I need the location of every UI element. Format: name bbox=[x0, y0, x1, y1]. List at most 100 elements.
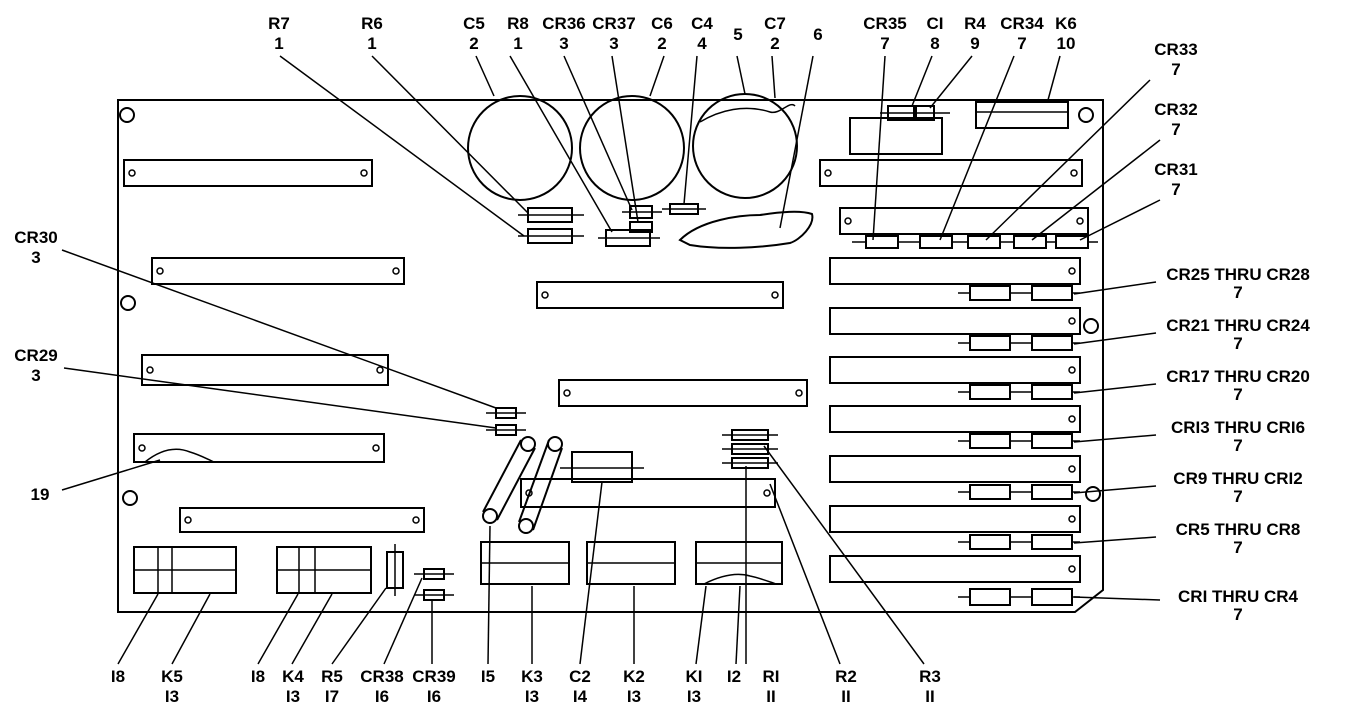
callout-r8-ref: R8 bbox=[507, 14, 529, 33]
callout-cr34-ref: CR34 bbox=[1000, 14, 1044, 33]
upper-center-parts bbox=[518, 203, 814, 249]
callout-r8-qty: 1 bbox=[513, 34, 522, 53]
diodes-cr31-cr35 bbox=[852, 235, 1098, 249]
callout-cr38-ref: CR38 bbox=[360, 667, 403, 686]
callout-c5-ref: C5 bbox=[463, 14, 485, 33]
callouts: R7 1 R6 1 C5 2 R8 1 CR36 3 CR37 3 C6 2 C… bbox=[14, 14, 1310, 706]
callout-cr31-qty: 7 bbox=[1171, 180, 1180, 199]
callout-r2-ref: R2 bbox=[835, 667, 857, 686]
callout-cr39-qty: I6 bbox=[427, 687, 441, 706]
right-card-connectors bbox=[819, 159, 1089, 583]
callout-c7-ref: C7 bbox=[764, 14, 786, 33]
callout-k5-qty: I3 bbox=[165, 687, 179, 706]
callout-cr1-qty: 7 bbox=[1233, 605, 1242, 624]
callout-cr21-qty: 7 bbox=[1233, 334, 1242, 353]
mounting-holes bbox=[119, 107, 1101, 506]
callout-cr9-ref: CR9 THRU CRI2 bbox=[1173, 469, 1302, 488]
callout-19-ref: 19 bbox=[31, 485, 50, 504]
callout-r5-qty: I7 bbox=[325, 687, 339, 706]
resistors-r1-r3 bbox=[722, 429, 778, 469]
callout-cr9-qty: 7 bbox=[1233, 487, 1242, 506]
callout-c5-qty: 2 bbox=[469, 34, 478, 53]
callout-18b-ref: I8 bbox=[251, 667, 265, 686]
callout-cr36-ref: CR36 bbox=[542, 14, 585, 33]
callout-k2-ref: K2 bbox=[623, 667, 645, 686]
callout-cr36-qty: 3 bbox=[559, 34, 568, 53]
callout-r3-qty: II bbox=[925, 687, 934, 706]
callout-cr13-ref: CRI3 THRU CRI6 bbox=[1171, 418, 1305, 437]
callout-cr29-qty: 3 bbox=[31, 366, 40, 385]
upper-right-parts bbox=[849, 101, 1069, 155]
leader-lines bbox=[61, 55, 1161, 665]
callout-12-ref: I2 bbox=[727, 667, 741, 686]
callout-cr32-ref: CR32 bbox=[1154, 100, 1197, 119]
callout-r1-ref: RI bbox=[763, 667, 780, 686]
callout-r4-ref: R4 bbox=[964, 14, 986, 33]
callout-r7-qty: 1 bbox=[274, 34, 283, 53]
callout-c4-ref: C4 bbox=[691, 14, 713, 33]
callout-cr5-qty: 7 bbox=[1233, 538, 1242, 557]
callout-k4-qty: I3 bbox=[286, 687, 300, 706]
callout-c7-qty: 2 bbox=[770, 34, 779, 53]
callout-c6-qty: 2 bbox=[657, 34, 666, 53]
callout-cr37-ref: CR37 bbox=[592, 14, 635, 33]
callout-cr37-qty: 3 bbox=[609, 34, 618, 53]
callout-cr5-ref: CR5 THRU CR8 bbox=[1176, 520, 1301, 539]
callout-r2-qty: II bbox=[841, 687, 850, 706]
callout-k3-ref: K3 bbox=[521, 667, 543, 686]
callout-cr30-qty: 3 bbox=[31, 248, 40, 267]
callout-k3-qty: I3 bbox=[525, 687, 539, 706]
callout-k6-ref: K6 bbox=[1055, 14, 1077, 33]
callout-cr17-qty: 7 bbox=[1233, 385, 1242, 404]
center-card-connectors bbox=[520, 281, 808, 508]
callout-5-ref: 5 bbox=[733, 25, 742, 44]
callout-c4-qty: 4 bbox=[697, 34, 707, 53]
callout-15-ref: I5 bbox=[481, 667, 495, 686]
callout-cr1-ref: CRI THRU CR4 bbox=[1178, 587, 1298, 606]
callout-cr38-qty: I6 bbox=[375, 687, 389, 706]
callout-18a-ref: I8 bbox=[111, 667, 125, 686]
callout-6-ref: 6 bbox=[813, 25, 822, 44]
callout-r3-ref: R3 bbox=[919, 667, 941, 686]
callout-r5-ref: R5 bbox=[321, 667, 343, 686]
callout-k1-qty: I3 bbox=[687, 687, 701, 706]
callout-k2-qty: I3 bbox=[627, 687, 641, 706]
callout-cr29-ref: CR29 bbox=[14, 346, 57, 365]
callout-k6-qty: 10 bbox=[1057, 34, 1076, 53]
callout-cr35-qty: 7 bbox=[880, 34, 889, 53]
callout-cr25-qty: 7 bbox=[1233, 283, 1242, 302]
callout-c2-qty: I4 bbox=[573, 687, 588, 706]
callout-cr13-qty: 7 bbox=[1233, 436, 1242, 455]
callout-k1-ref: KI bbox=[686, 667, 703, 686]
relays bbox=[133, 541, 783, 601]
callout-r1-qty: II bbox=[766, 687, 775, 706]
callout-c6-ref: C6 bbox=[651, 14, 673, 33]
callout-r6-qty: 1 bbox=[367, 34, 376, 53]
callout-r6-ref: R6 bbox=[361, 14, 383, 33]
callout-cr17-ref: CR17 THRU CR20 bbox=[1166, 367, 1310, 386]
callout-cr34-qty: 7 bbox=[1017, 34, 1026, 53]
callout-cr33-qty: 7 bbox=[1171, 60, 1180, 79]
callout-cr30-ref: CR30 bbox=[14, 228, 57, 247]
diodes-cr29-cr30 bbox=[486, 407, 526, 436]
diode-banks bbox=[958, 285, 1080, 606]
callout-cr25-ref: CR25 THRU CR28 bbox=[1166, 265, 1310, 284]
callout-cr35-ref: CR35 bbox=[863, 14, 906, 33]
callout-c1-qty: 8 bbox=[930, 34, 939, 53]
callout-cr31-ref: CR31 bbox=[1154, 160, 1197, 179]
capacitor-c2 bbox=[560, 451, 644, 483]
callout-c2-ref: C2 bbox=[569, 667, 591, 686]
callout-k4-ref: K4 bbox=[282, 667, 304, 686]
board-outline bbox=[117, 99, 1104, 613]
callout-cr39-ref: CR39 bbox=[412, 667, 455, 686]
callout-cr33-ref: CR33 bbox=[1154, 40, 1197, 59]
callout-r4-qty: 9 bbox=[970, 34, 979, 53]
item-15-links bbox=[482, 436, 563, 534]
callout-cr32-qty: 7 bbox=[1171, 120, 1180, 139]
callout-r7-ref: R7 bbox=[268, 14, 290, 33]
left-card-connectors bbox=[123, 159, 425, 533]
callout-cr21-ref: CR21 THRU CR24 bbox=[1166, 316, 1310, 335]
callout-c1-ref: CI bbox=[927, 14, 944, 33]
callout-k5-ref: K5 bbox=[161, 667, 183, 686]
